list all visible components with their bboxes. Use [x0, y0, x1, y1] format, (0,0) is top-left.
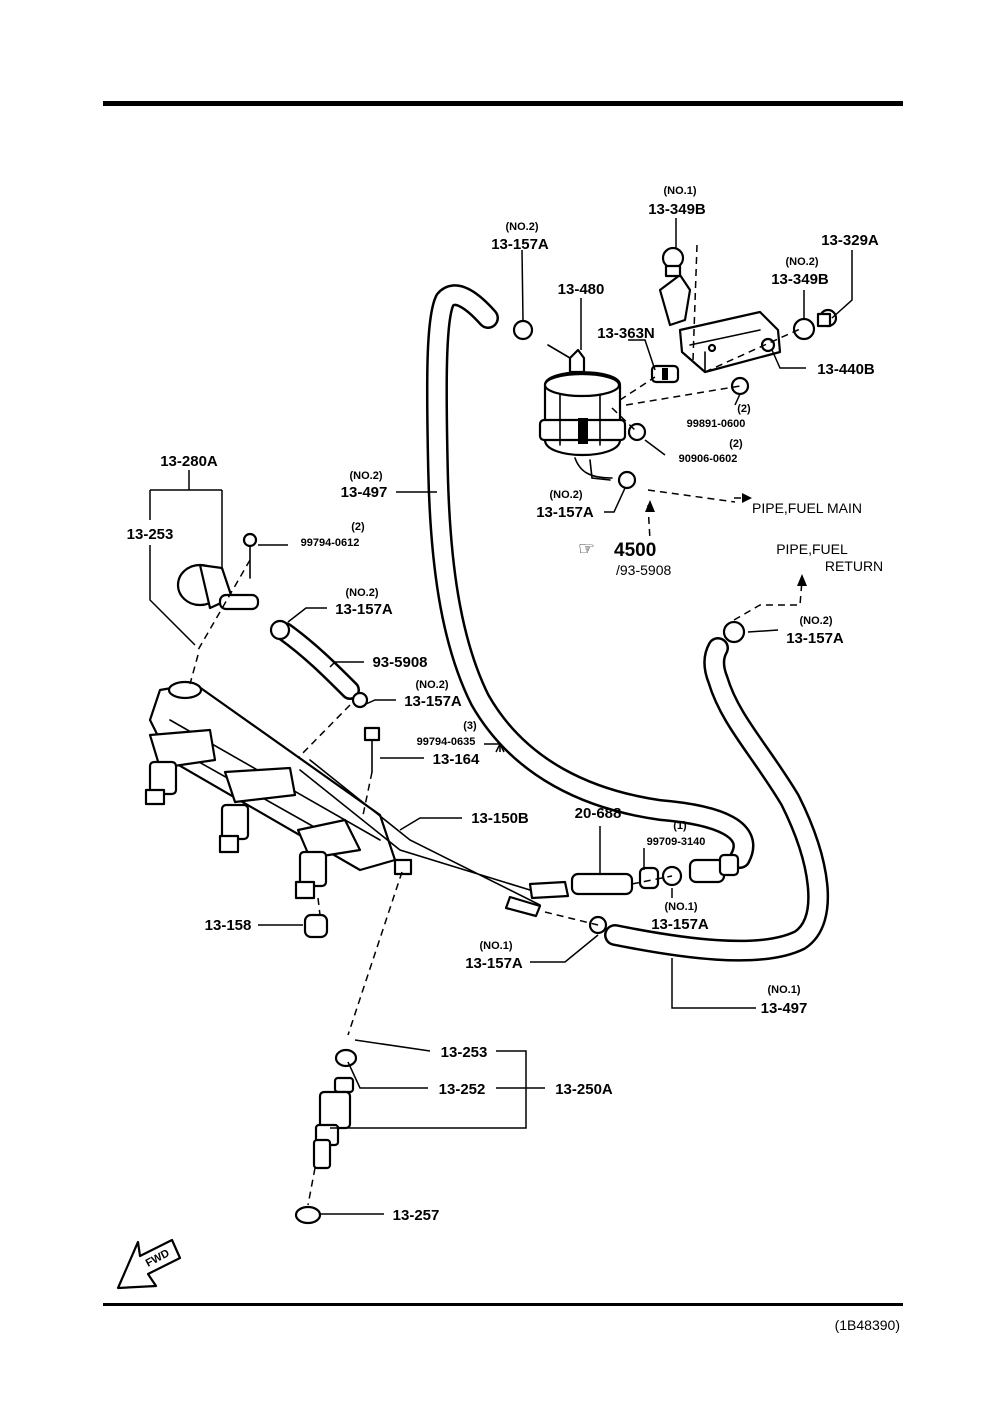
cap-13-158 [303, 913, 329, 939]
label-90906-0602: 90906-0602 [679, 453, 738, 465]
label-qty1-99709: (1) [673, 820, 687, 832]
label-13-252: 13-252 [439, 1081, 486, 1098]
label-13-164: 13-164 [433, 751, 480, 768]
hose-connector [688, 853, 740, 884]
label-13-150B: 13-150B [471, 810, 529, 827]
label-no2-157A-top: (NO.2) [506, 221, 539, 233]
label-no2-157A-filter: (NO.2) [550, 489, 583, 501]
hose-clamps [269, 319, 746, 935]
label-99794-0612: 99794-0612 [301, 537, 360, 549]
label-13-157A-filter: 13-157A [536, 504, 594, 521]
label-qty3-99794-0635: (3) [463, 720, 477, 732]
label-no2-349B-right: (NO.2) [786, 256, 819, 268]
label-ref-4500: 4500 [614, 540, 656, 561]
label-no2-157A-rail: (NO.2) [416, 679, 449, 691]
label-13-157A-top: 13-157A [491, 236, 549, 253]
bottom-rule [103, 1303, 903, 1306]
label-return: RETURN [825, 558, 883, 574]
label-93-5908: 93-5908 [372, 654, 427, 671]
label-13-480: 13-480 [558, 281, 605, 298]
label-qty2-90906: (2) [729, 438, 743, 450]
pressure-regulator [176, 532, 260, 611]
label-13-440B: 13-440B [817, 361, 875, 378]
label-13-349B-right: 13-349B [771, 271, 829, 288]
label-13-497-no2: 13-497 [341, 484, 388, 501]
label-13-157A-left: 13-157A [465, 955, 523, 972]
label-99891-0600: 99891-0600 [687, 418, 746, 430]
label-no1-349B: (NO.1) [664, 185, 697, 197]
label-13-497-no1: 13-497 [761, 1000, 808, 1017]
figure-id: (1B48390) [835, 1317, 900, 1333]
label-13-250A: 13-250A [555, 1081, 613, 1098]
label-no1-157A-left: (NO.1) [480, 940, 513, 952]
label-13-157A-return: 13-157A [786, 630, 844, 647]
label-13-329A: 13-329A [821, 232, 879, 249]
return-hose-no2 [425, 284, 755, 869]
leader-lines [149, 218, 853, 1215]
fitting-13-363N [650, 364, 680, 384]
label-13-257: 13-257 [393, 1207, 440, 1224]
label-13-253-top: 13-253 [127, 526, 174, 543]
label-no1-157A-right: (NO.1) [665, 901, 698, 913]
label-pipe-fuel: PIPE,FUEL [776, 541, 848, 557]
label-13-349B-top: 13-349B [648, 201, 706, 218]
label-13-253-bottom: 13-253 [441, 1044, 488, 1061]
label-13-158: 13-158 [205, 917, 252, 934]
part-labels: (NO.1) 13-349B (NO.2) 13-157A 13-329A (N… [127, 185, 884, 1224]
fuel-rail-assembly [148, 680, 570, 918]
label-13-157A-reg: 13-157A [335, 601, 393, 618]
installed-injectors [144, 760, 413, 900]
top-rule [103, 101, 903, 106]
regulator-hose [275, 622, 360, 700]
label-13-363N: 13-363N [597, 325, 655, 342]
label-13-157A-rail: 13-157A [404, 693, 462, 710]
label-no2-157A-return: (NO.2) [800, 615, 833, 627]
label-no2-497: (NO.2) [350, 470, 383, 482]
label-no1-497: (NO.1) [768, 984, 801, 996]
filter-bracket [658, 273, 782, 374]
fwd-arrow: FWD [116, 1238, 182, 1290]
label-qty2-99891: (2) [737, 403, 751, 415]
label-13-280A: 13-280A [160, 453, 218, 470]
label-20-688: 20-688 [575, 805, 622, 822]
label-qty2-99794-0612: (2) [351, 521, 365, 533]
injector-13-250A [294, 1048, 358, 1225]
fuel-filter [538, 344, 627, 481]
direction-arrowheads [495, 493, 807, 753]
bolt-13-164 [363, 726, 381, 773]
label-pipe-fuel-main: PIPE,FUEL MAIN [752, 500, 862, 516]
main-hose-no1 [604, 637, 830, 962]
label-ref-93-5908: /93-5908 [616, 562, 671, 578]
label-no2-157A-reg: (NO.2) [346, 587, 379, 599]
label-13-157A-right: 13-157A [651, 916, 709, 933]
label-99794-0635: 99794-0635 [417, 736, 476, 748]
label-99709-3140: 99709-3140 [647, 836, 706, 848]
ref-arrow-icon: ☞ [578, 539, 595, 560]
sleeve-20-688 [570, 872, 634, 896]
